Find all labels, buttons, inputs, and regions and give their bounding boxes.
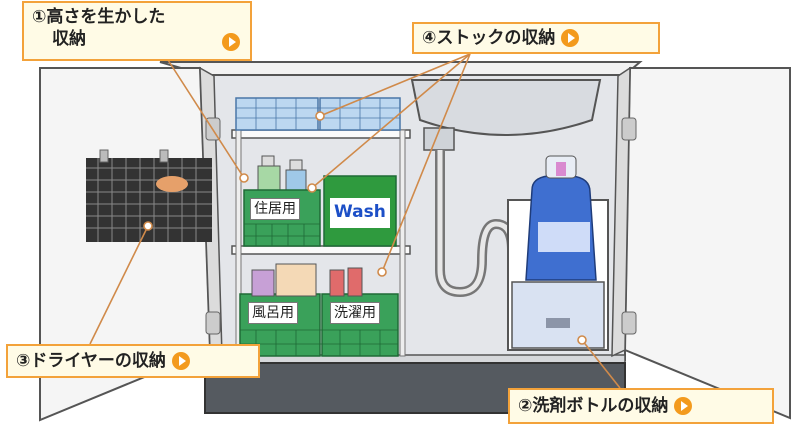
- leader-dryer: [89, 225, 149, 345]
- play-arrow-icon: [561, 29, 580, 47]
- callout-dryer-storage-text: ③ドライヤーの収納: [16, 351, 166, 371]
- cabinet-top: [159, 61, 643, 76]
- rack-middle-shelf: [231, 245, 411, 255]
- bottle-stand-label: [546, 318, 570, 328]
- callout-height-storage-line1: ①高さを生かした: [32, 7, 166, 27]
- stock-basket-left: [235, 97, 319, 131]
- hinge-bottom-left: [205, 311, 221, 335]
- leader-detergent: [581, 339, 621, 389]
- callout-dryer-storage[interactable]: ③ドライヤーの収納: [6, 344, 260, 378]
- sink-bowl: [410, 79, 602, 136]
- callout-height-storage[interactable]: ①高さを生かした 収納: [22, 1, 252, 61]
- play-arrow-icon: [674, 397, 693, 415]
- callout-detergent-storage-text: ②洗剤ボトルの収納: [518, 396, 669, 416]
- label-laundry: 洗濯用: [330, 302, 380, 324]
- hinge-top-right: [621, 117, 637, 141]
- leader-stock-2: [311, 53, 471, 189]
- right-door: [623, 67, 791, 420]
- label-bath: 風呂用: [248, 302, 298, 324]
- hinge-bottom-right: [621, 311, 637, 335]
- leader-stock-1: [319, 53, 471, 117]
- dryer-nozzle: [156, 176, 188, 192]
- laundry-bottle-1: [329, 269, 345, 297]
- bath-bottle: [251, 269, 275, 297]
- callout-detergent-storage[interactable]: ②洗剤ボトルの収納: [508, 388, 774, 424]
- callout-stock-storage-text: ④ストックの収納: [422, 28, 556, 48]
- laundry-bottle-2: [347, 267, 363, 297]
- bath-box: [275, 263, 317, 297]
- leader-height: [167, 59, 245, 179]
- bottle-stand-front: [511, 281, 605, 349]
- play-arrow-icon: [222, 33, 240, 51]
- spray-bottle-2: [285, 169, 307, 193]
- rack-upper-shelf: [231, 129, 411, 139]
- leader-stock-3: [381, 53, 471, 273]
- spray-bottle-1: [257, 165, 281, 193]
- label-wash: Wash: [334, 202, 386, 222]
- callout-stock-storage[interactable]: ④ストックの収納: [412, 22, 660, 54]
- label-housing: 住居用: [250, 198, 300, 220]
- callout-height-storage-line2: 収納: [52, 29, 86, 49]
- play-arrow-icon: [171, 352, 190, 370]
